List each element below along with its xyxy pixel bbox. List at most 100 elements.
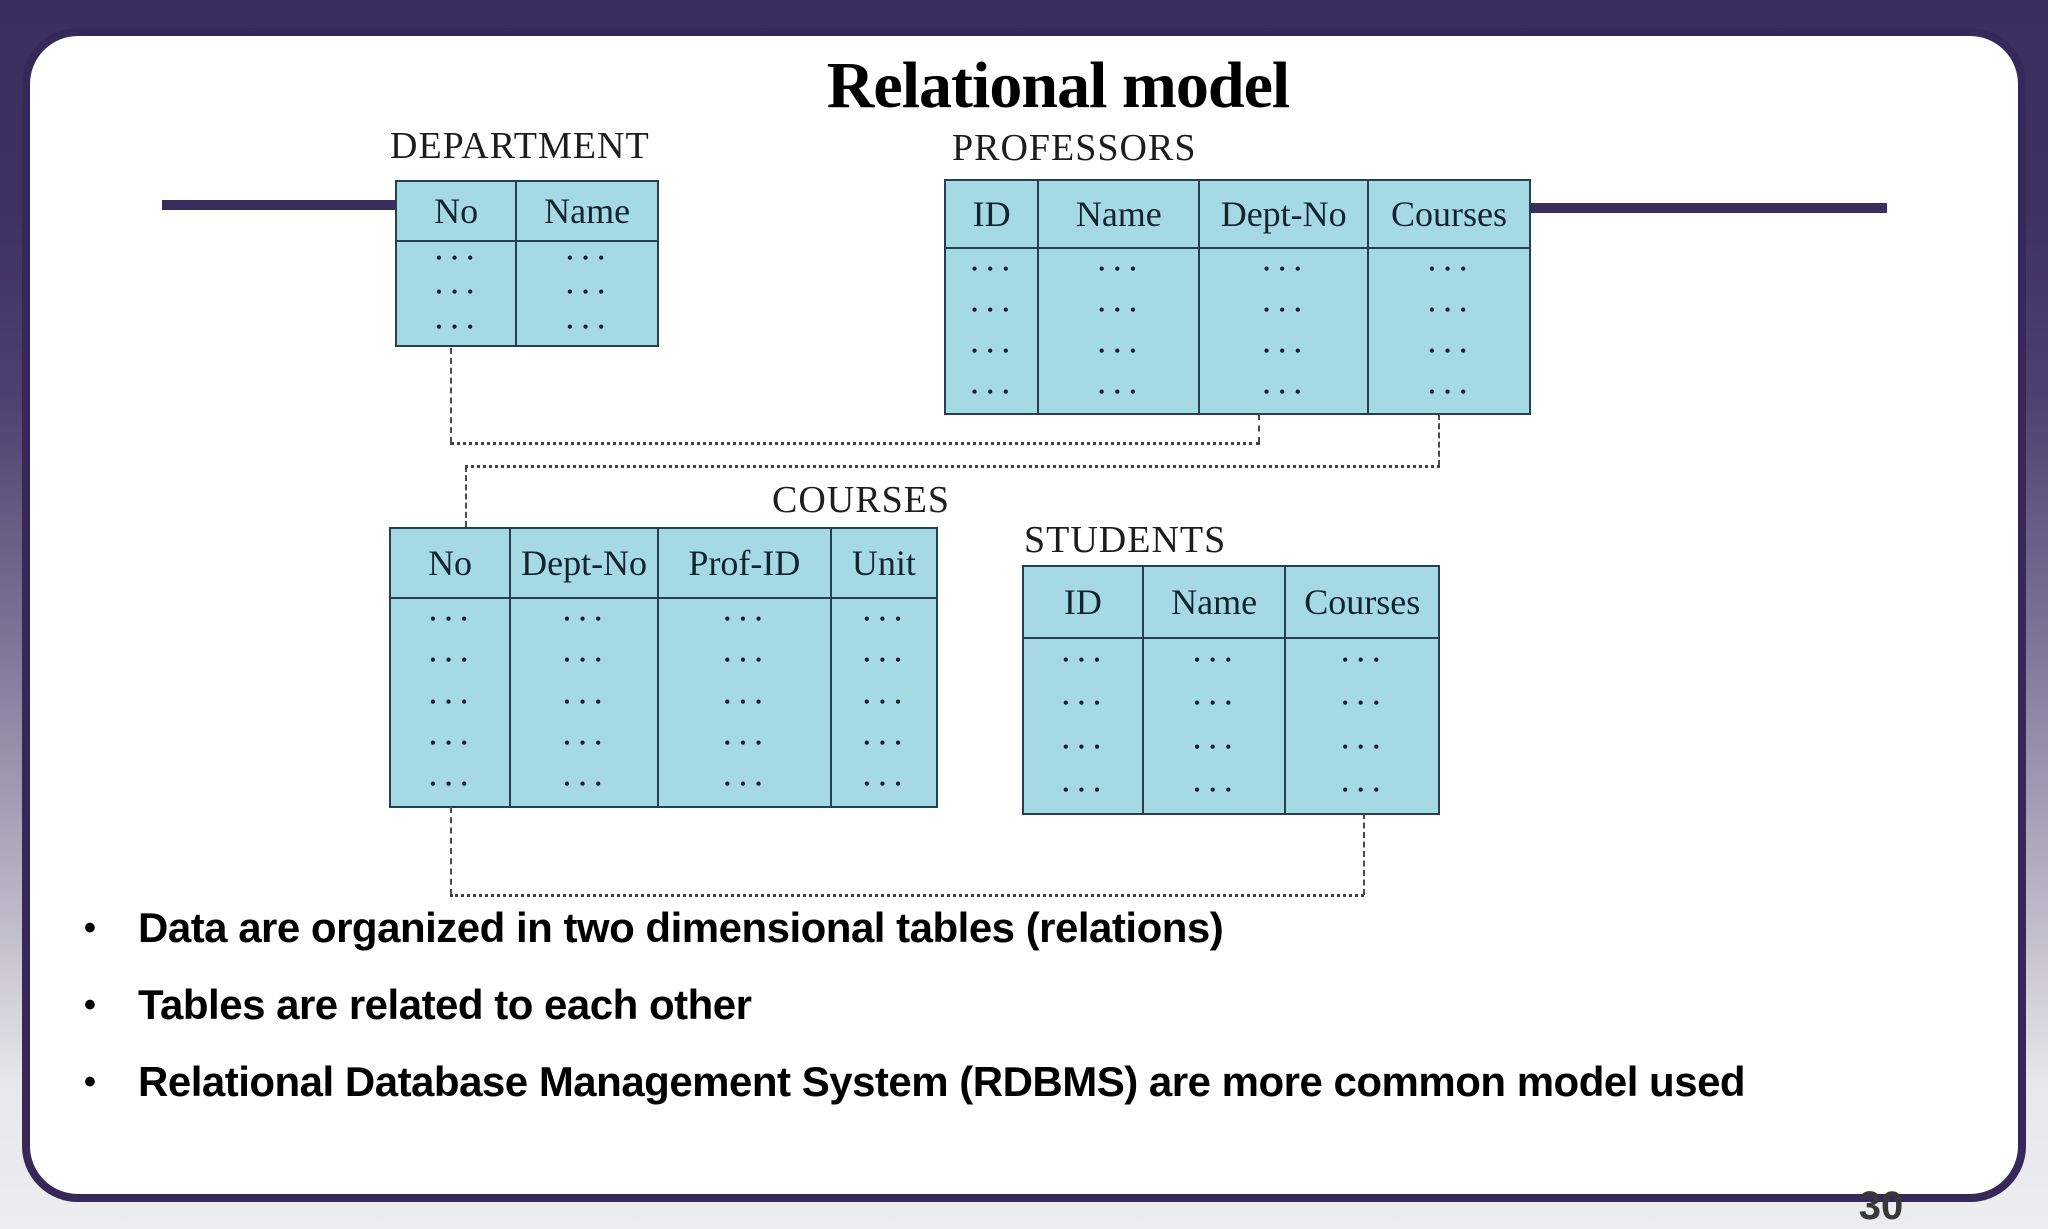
table-cell: • • • bbox=[863, 734, 904, 752]
column-header: Dept-No bbox=[511, 529, 658, 599]
list-item: • Tables are related to each other bbox=[84, 981, 1994, 1029]
table-cell: • • • bbox=[567, 318, 607, 336]
column-header: Prof-ID bbox=[659, 529, 830, 599]
column-header: No bbox=[391, 529, 510, 599]
table-cell: • • • bbox=[863, 610, 904, 628]
table-cell: • • • bbox=[724, 652, 765, 670]
table-cell: • • • bbox=[1194, 782, 1235, 800]
table-cell: • • • bbox=[724, 734, 765, 752]
table-cell: • • • bbox=[430, 610, 470, 628]
connector-department-professors bbox=[450, 442, 1260, 445]
table-cell: • • • bbox=[564, 693, 604, 711]
decorative-line-right bbox=[1529, 203, 1887, 213]
table-cell: • • • bbox=[1342, 782, 1383, 800]
table-cell: • • • bbox=[1342, 738, 1383, 756]
table-cell: • • • bbox=[436, 250, 476, 268]
column-header: No bbox=[397, 182, 516, 242]
table-cell: • • • bbox=[564, 734, 604, 752]
column-header: Dept-No bbox=[1200, 181, 1368, 249]
table-cell: • • • bbox=[1263, 301, 1304, 319]
professors-column-dept-no: Dept-No • • • • • • • • • • • • bbox=[1200, 181, 1370, 413]
table-cell: • • • bbox=[863, 652, 904, 670]
list-item: • Relational Database Management System … bbox=[84, 1058, 1994, 1106]
decorative-line-left bbox=[162, 200, 395, 210]
column-header: Name bbox=[517, 182, 657, 242]
bullet-list: • Data are organized in two dimensional … bbox=[84, 904, 1994, 1135]
table-cell: • • • bbox=[430, 652, 470, 670]
table-cell: • • • bbox=[724, 610, 765, 628]
courses-column-no: No • • • • • • • • • • • • • • • bbox=[391, 529, 512, 806]
table-cell: • • • bbox=[1063, 695, 1103, 713]
connector-professors-dept-no-down bbox=[1258, 414, 1260, 443]
students-table: ID • • • • • • • • • • • • Name • • • • … bbox=[1022, 565, 1440, 815]
table-cell: • • • bbox=[971, 383, 1012, 401]
list-item: • Data are organized in two dimensional … bbox=[84, 904, 1994, 952]
table-cell: • • • bbox=[1429, 260, 1469, 278]
bullet-text: Data are organized in two dimensional ta… bbox=[138, 904, 1224, 951]
bullet-icon: • bbox=[84, 909, 96, 947]
table-cell: • • • bbox=[1429, 301, 1469, 319]
table-cell: • • • bbox=[724, 776, 765, 794]
courses-column-unit: Unit • • • • • • • • • • • • • • • bbox=[831, 529, 936, 806]
bullet-text: Relational Database Management System (R… bbox=[138, 1058, 1746, 1105]
table-cell: • • • bbox=[1263, 260, 1304, 278]
column-header: ID bbox=[946, 181, 1038, 249]
table-cell: • • • bbox=[430, 776, 470, 794]
table-cell: • • • bbox=[564, 610, 604, 628]
students-column-name: Name • • • • • • • • • • • • bbox=[1143, 567, 1287, 813]
page-number: 30 bbox=[1858, 1184, 1904, 1228]
courses-table-label: COURSES bbox=[772, 479, 951, 521]
connector-courses-up bbox=[465, 466, 467, 527]
table-cell: • • • bbox=[1263, 342, 1304, 360]
table-cell: • • • bbox=[564, 652, 604, 670]
connector-department-down bbox=[450, 348, 452, 443]
students-column-id: ID • • • • • • • • • • • • bbox=[1024, 567, 1144, 813]
column-header: ID bbox=[1024, 567, 1142, 639]
table-cell: • • • bbox=[1063, 782, 1103, 800]
table-cell: • • • bbox=[1429, 383, 1469, 401]
table-cell: • • • bbox=[724, 693, 765, 711]
table-cell: • • • bbox=[430, 734, 470, 752]
bullet-icon: • bbox=[84, 986, 96, 1024]
table-cell: • • • bbox=[430, 693, 470, 711]
table-cell: • • • bbox=[1063, 738, 1103, 756]
courses-column-prof-id: Prof-ID • • • • • • • • • • • • • • • bbox=[659, 529, 832, 806]
column-header: Courses bbox=[1286, 567, 1438, 639]
department-table-label: DEPARTMENT bbox=[390, 125, 650, 167]
table-cell: • • • bbox=[1098, 260, 1139, 278]
professors-column-name: Name • • • • • • • • • • • • bbox=[1039, 181, 1201, 413]
connector-courses-down bbox=[450, 807, 452, 895]
students-column-courses: Courses • • • • • • • • • • • • bbox=[1286, 567, 1438, 813]
table-cell: • • • bbox=[1194, 695, 1235, 713]
table-cell: • • • bbox=[971, 260, 1012, 278]
professors-table: ID • • • • • • • • • • • • Name • • • • … bbox=[944, 179, 1531, 415]
department-column-name: Name • • • • • • • • • bbox=[517, 182, 657, 345]
bullet-icon: • bbox=[84, 1063, 96, 1101]
table-cell: • • • bbox=[1342, 695, 1383, 713]
table-cell: • • • bbox=[863, 776, 904, 794]
table-cell: • • • bbox=[1194, 651, 1235, 669]
table-cell: • • • bbox=[1063, 651, 1103, 669]
department-table: No • • • • • • • • • Name • • • • • • • … bbox=[395, 180, 659, 347]
column-header: Unit bbox=[831, 529, 936, 599]
column-header: Courses bbox=[1369, 181, 1529, 249]
professors-column-id: ID • • • • • • • • • • • • bbox=[946, 181, 1040, 413]
professors-table-label: PROFESSORS bbox=[952, 127, 1197, 169]
table-cell: • • • bbox=[1098, 301, 1139, 319]
table-cell: • • • bbox=[863, 693, 904, 711]
table-cell: • • • bbox=[567, 284, 607, 302]
courses-column-dept-no: Dept-No • • • • • • • • • • • • • • • bbox=[511, 529, 660, 806]
table-cell: • • • bbox=[1098, 342, 1139, 360]
slide-title: Relational model bbox=[826, 49, 1290, 122]
courses-table: No • • • • • • • • • • • • • • • Dept-No… bbox=[389, 527, 938, 808]
table-cell: • • • bbox=[436, 284, 476, 302]
table-cell: • • • bbox=[971, 342, 1012, 360]
connector-professors-courses bbox=[465, 465, 1440, 468]
connector-professors-courses-down bbox=[1438, 414, 1440, 466]
table-cell: • • • bbox=[567, 250, 607, 268]
column-header: Name bbox=[1039, 181, 1199, 249]
table-cell: • • • bbox=[1342, 651, 1383, 669]
table-cell: • • • bbox=[1263, 383, 1304, 401]
bullet-text: Tables are related to each other bbox=[138, 981, 752, 1028]
